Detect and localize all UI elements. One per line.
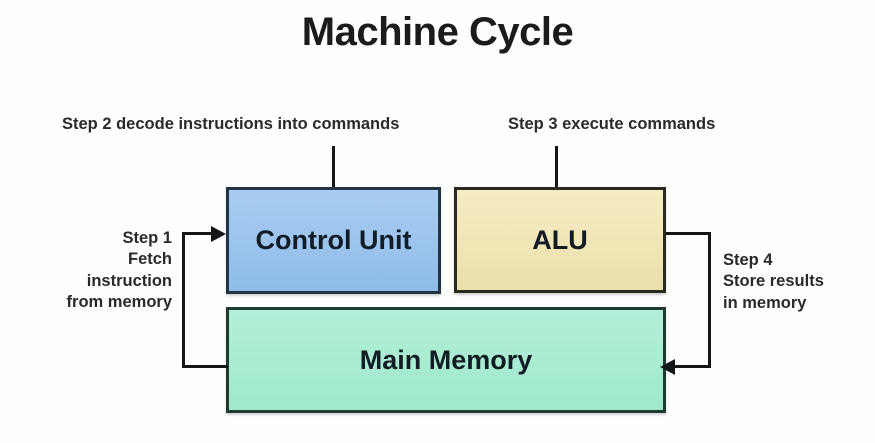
connector-step2-stem <box>332 146 335 190</box>
caption-step-1-line-4: from memory <box>66 293 172 312</box>
caption-step-1-line-1: Step 1 <box>122 229 172 247</box>
connector-memory-to-control-unit-vertical <box>182 232 185 368</box>
caption-step-4-line-2: Store results <box>723 272 824 291</box>
box-main-memory: Main Memory <box>226 307 666 413</box>
caption-step-3: Step 3 execute commands <box>508 115 716 133</box>
caption-step-1: Step 1 Fetch instruction from memory <box>67 228 172 314</box>
arrowhead-into-control-unit-icon <box>211 226 226 242</box>
caption-step-2: Step 2 decode instructions into commands <box>62 115 400 133</box>
caption-step-1-line-3: instruction <box>86 271 172 290</box>
caption-step-4: Step 4 Store results in memory <box>723 250 824 314</box>
connector-alu-to-memory-vertical <box>708 232 711 368</box>
connector-step3-stem <box>555 146 558 190</box>
connector-alu-to-memory-bottom <box>674 365 711 368</box>
box-alu: ALU <box>454 187 666 293</box>
connector-alu-to-memory-top <box>666 232 711 235</box>
page-title: Machine Cycle <box>301 10 574 54</box>
connector-memory-to-control-unit-bottom <box>182 365 228 368</box>
arrowhead-into-main-memory-icon <box>660 359 675 375</box>
caption-step-1-line-2: Fetch <box>127 250 172 269</box>
caption-step-4-line-3: in memory <box>723 293 807 312</box>
connector-memory-to-control-unit-top <box>182 232 220 235</box>
box-control-unit: Control Unit <box>226 187 441 294</box>
caption-step-4-line-1: Step 4 <box>723 251 773 269</box>
